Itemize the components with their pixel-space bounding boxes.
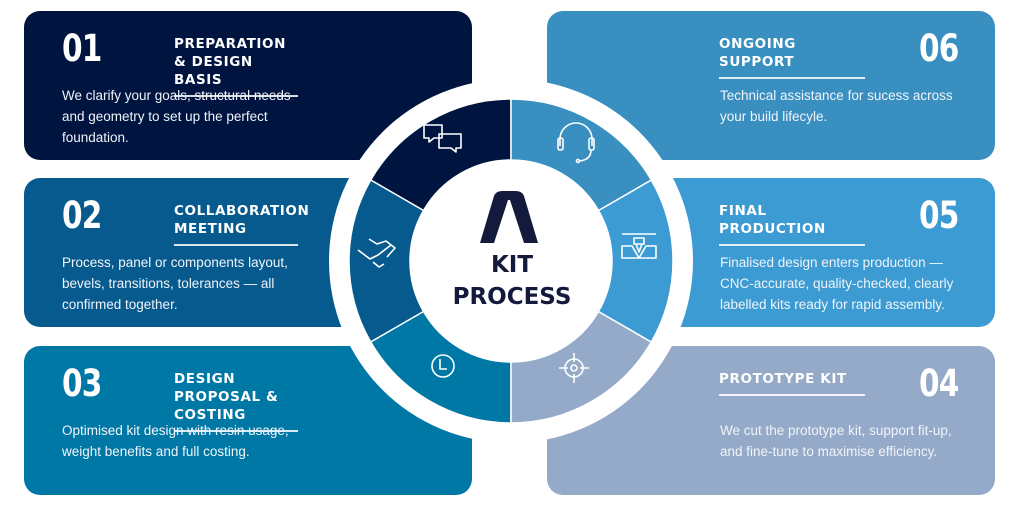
wheel-center [410, 160, 612, 362]
step-card-01: 01 PREPARATION & DESIGN BASIS We clarify… [24, 11, 472, 160]
step-title: FINAL PRODUCTION [719, 202, 865, 246]
step-number: 02 [62, 194, 102, 237]
step-description: We cut the prototype kit, support fit-up… [720, 423, 952, 459]
step-number: 04 [919, 362, 959, 405]
center-title-line2: PROCESS [452, 284, 572, 310]
logo-mark [480, 191, 538, 243]
step-number: 06 [919, 27, 959, 70]
step-description: We clarify your goals, structural needs … [62, 88, 291, 145]
step-number: 03 [62, 362, 102, 405]
target-icon [559, 353, 589, 383]
step-description: Process, panel or components layout, bev… [62, 255, 288, 312]
clock-icon [431, 354, 455, 378]
step-title: PROTOTYPE KIT [719, 370, 865, 396]
center-title-line1: KIT [490, 252, 534, 278]
step-description: Finalised design enters production — CNC… [720, 255, 954, 312]
step-title: DESIGN PROPOSAL & COSTING [174, 370, 298, 432]
step-number: 01 [62, 27, 102, 70]
step-description: Optimised kit design with resin usage, w… [62, 423, 289, 459]
handshake-icon [357, 238, 396, 268]
step-title: PREPARATION & DESIGN BASIS [174, 35, 298, 97]
step-number: 05 [919, 194, 959, 237]
step-title: ONGOING SUPPORT [719, 35, 865, 79]
step-description: Technical assistance for sucess across y… [720, 88, 953, 124]
headset-icon [557, 122, 595, 164]
cnc-machine-icon [621, 233, 657, 259]
step-title: COLLABORATION MEETING [174, 202, 309, 246]
chat-bubbles-icon [423, 124, 462, 153]
